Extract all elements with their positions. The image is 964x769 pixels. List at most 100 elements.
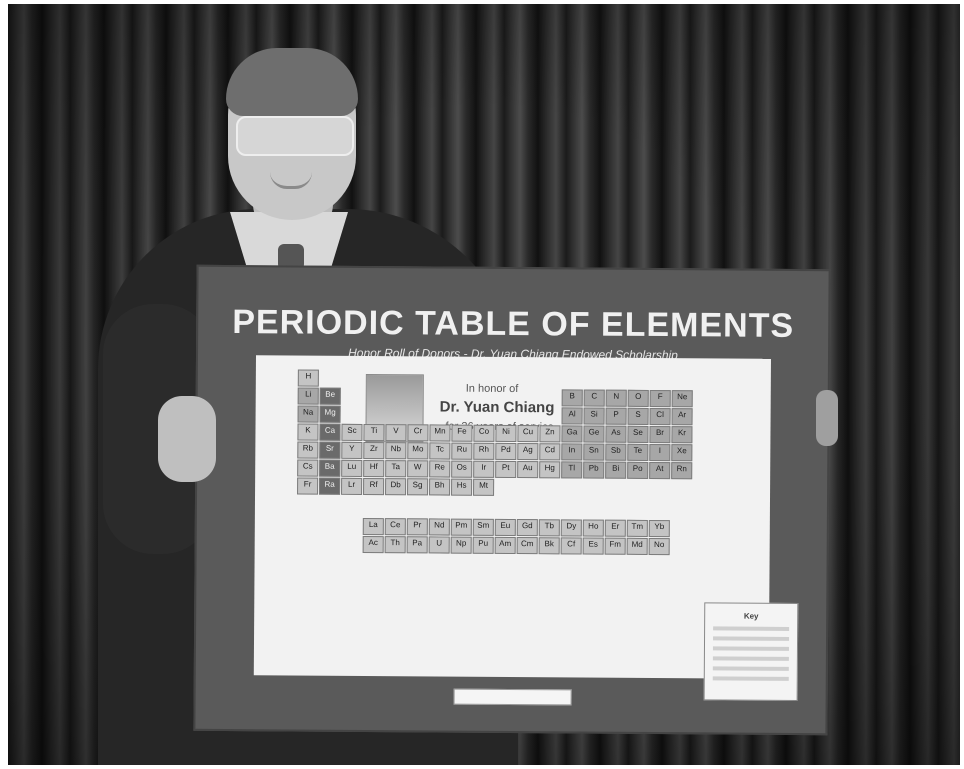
element-cell: Au <box>517 461 539 479</box>
element-cell: Cs <box>297 459 319 477</box>
element-cell: Tc <box>429 442 451 460</box>
element-cell: Np <box>450 536 472 554</box>
element-cell: Ba <box>319 459 341 477</box>
element-cell: Te <box>627 443 649 461</box>
element-cell: Ga <box>561 425 583 443</box>
element-cell: Pm <box>450 518 472 536</box>
element-cell: Am <box>494 536 516 554</box>
element-cell: Sc <box>341 423 363 441</box>
key-line <box>713 626 790 631</box>
element-cell: S <box>627 407 649 425</box>
element-cell: Rh <box>473 442 495 460</box>
person-hair <box>226 48 358 116</box>
element-cell: Ar <box>671 408 693 426</box>
key-line <box>712 656 789 661</box>
element-cell: Nd <box>428 518 450 536</box>
element-cell: Lu <box>341 459 363 477</box>
element-cell: Ru <box>451 442 473 460</box>
element-cell: La <box>362 517 384 535</box>
element-cell: Co <box>473 424 495 442</box>
element-cell: Bh <box>429 478 451 496</box>
honoree-name: Dr. Yuan Chiang <box>439 398 555 417</box>
element-cell: Fe <box>451 424 473 442</box>
element-cell: B <box>561 389 583 407</box>
element-cell: Po <box>627 461 649 479</box>
element-cell: Br <box>649 425 671 444</box>
element-cell: Es <box>582 537 604 555</box>
element-cell: U <box>428 536 450 554</box>
poster-title: PERIODIC TABLE OF ELEMENTS <box>232 303 795 345</box>
element-cell: Ac <box>362 535 384 553</box>
element-cell: Md <box>626 537 648 555</box>
element-cell: Rn <box>671 462 693 480</box>
person-smile <box>270 172 312 189</box>
element-cell: Cm <box>516 536 538 554</box>
poster-board: PERIODIC TABLE OF ELEMENTS Honor Roll of… <box>193 264 831 736</box>
element-cell: Cl <box>649 407 671 426</box>
element-cell: Er <box>604 519 626 537</box>
element-cell: Ge <box>583 425 605 443</box>
element-cell: Ce <box>384 517 406 535</box>
element-cell: Th <box>384 535 406 553</box>
element-cell: Nb <box>385 442 407 460</box>
key-panel: Key <box>703 602 799 701</box>
key-line <box>712 666 789 671</box>
element-cell: Lr <box>341 477 363 495</box>
element-cell: Mg <box>319 405 341 423</box>
element-cell: Ti <box>363 423 385 442</box>
element-cell: Mt <box>473 478 495 496</box>
element-cell: Hg <box>539 461 561 479</box>
element-cell: As <box>605 425 627 443</box>
element-cell: No <box>648 537 670 555</box>
element-cell: Pu <box>472 536 494 554</box>
element-cell: Xe <box>671 444 693 462</box>
element-cell: Yb <box>648 519 670 537</box>
element-cell: In <box>561 443 583 461</box>
element-cell: Al <box>561 407 583 425</box>
element-cell: Bk <box>538 536 560 554</box>
university-logo <box>453 688 572 706</box>
element-cell: Sm <box>472 518 494 536</box>
key-line <box>713 636 790 641</box>
element-cell: W <box>407 460 429 478</box>
element-cell: C <box>583 389 605 407</box>
element-cell: Dy <box>560 518 582 537</box>
person-glasses <box>236 116 354 156</box>
element-cell: Ne <box>671 390 693 408</box>
element-cell: Fr <box>297 477 319 495</box>
element-cell: V <box>385 424 407 442</box>
element-cell: Y <box>341 441 363 459</box>
element-cell: Gd <box>516 518 538 536</box>
element-cell: Tl <box>561 461 583 479</box>
element-cell: Tb <box>538 518 560 536</box>
element-cell: Hf <box>363 459 385 478</box>
element-cell: Sb <box>605 443 627 461</box>
person-right-hand <box>816 390 838 446</box>
element-cell: Eu <box>494 518 516 536</box>
element-cell: Se <box>627 425 649 443</box>
key-line <box>712 646 789 651</box>
key-title: Key <box>743 611 759 621</box>
element-cell: Pd <box>495 442 517 461</box>
element-cell: Be <box>319 387 341 405</box>
element-cell: Pa <box>406 535 428 554</box>
element-cell: Ho <box>582 519 604 537</box>
element-cell: At <box>649 461 671 480</box>
element-cell: Os <box>451 460 473 478</box>
element-cell: Pb <box>583 461 605 479</box>
element-cell: Fm <box>604 537 626 555</box>
element-cell: P <box>605 407 627 425</box>
element-cell: Cr <box>407 424 429 442</box>
element-cell: H <box>297 369 319 387</box>
element-cell: Sr <box>319 441 341 459</box>
element-cell: Re <box>429 460 451 478</box>
element-cell: Na <box>297 405 319 423</box>
person-left-hand <box>158 396 216 482</box>
element-cell: Sg <box>407 478 429 496</box>
element-cell: Ca <box>319 423 341 441</box>
element-cell: F <box>649 389 671 408</box>
element-cell: Tm <box>626 519 648 537</box>
photo: PERIODIC TABLE OF ELEMENTS Honor Roll of… <box>8 4 960 765</box>
element-cell: Cu <box>517 425 539 443</box>
element-cell: Si <box>583 407 605 425</box>
